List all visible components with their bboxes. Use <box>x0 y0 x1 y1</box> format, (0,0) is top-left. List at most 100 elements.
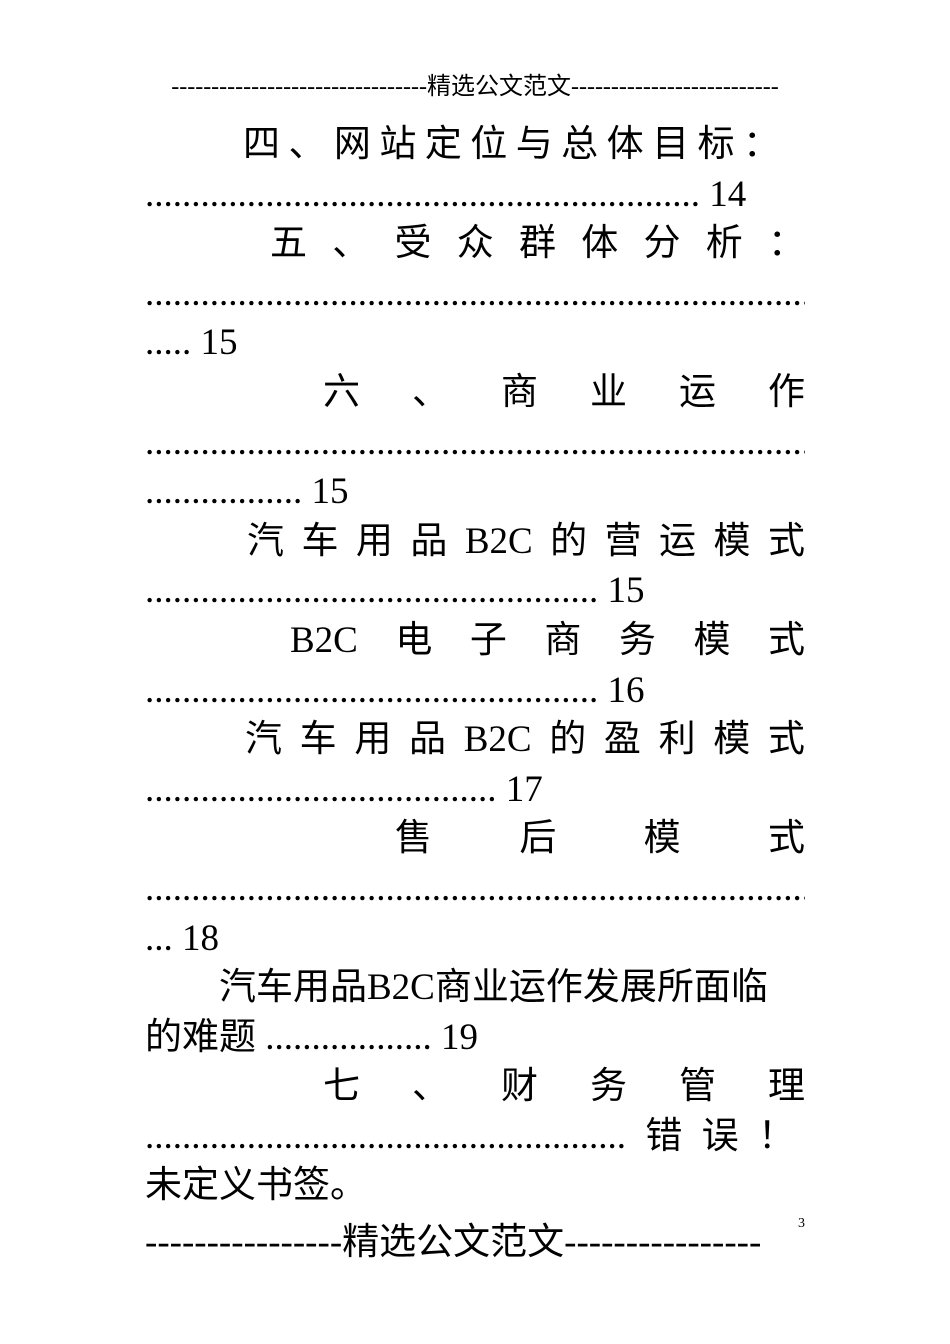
toc-leader-dots: ........................................… <box>145 570 599 612</box>
toc-title-char: 盈 <box>603 719 641 761</box>
toc-title-char: 位 <box>470 124 508 165</box>
toc-title-line: 汽车用品B2C商业运作发展所面临 <box>219 967 768 1009</box>
toc-title-char: 售 <box>395 818 432 860</box>
toc-error-line: 未定义书签。 <box>145 1165 367 1207</box>
toc-title-char: 、 <box>412 1066 449 1108</box>
toc-leader-line: ........................................… <box>145 566 805 616</box>
toc-title-char: 与 <box>515 124 553 165</box>
toc-title-char: 分 <box>643 223 681 265</box>
toc-leader-line: ........................................… <box>145 170 805 220</box>
toc-leader-line: ........................................… <box>145 1112 805 1162</box>
toc-title-char: 务 <box>590 1066 627 1108</box>
toc-entry[interactable]: 汽车用品B2C商业运作发展所面临 的难题 .................. … <box>145 963 805 1062</box>
toc-title-char: 四 <box>243 124 280 165</box>
toc-entry[interactable]: 五、受众群体分析： ..............................… <box>145 219 805 368</box>
toc-leader-line: ........................................… <box>145 421 805 463</box>
toc-error-char: 误 <box>701 1115 739 1157</box>
toc-title-char: 作 <box>768 371 805 413</box>
toc-title-char: 电 <box>395 619 433 661</box>
toc-title-char: 子 <box>469 619 507 661</box>
toc-title-char: 的 <box>549 719 587 761</box>
toc-leader-line: 的难题 .................. 19 <box>145 1016 478 1058</box>
toc-title-char: 定 <box>424 124 462 165</box>
toc-title-char: 管 <box>679 1066 716 1108</box>
toc-title-char: 运 <box>679 371 716 413</box>
toc-title-char: 财 <box>501 1066 538 1108</box>
toc-title-char: 利 <box>658 719 696 761</box>
toc-title-char: ： <box>768 223 805 265</box>
toc-title-char: 品 <box>409 719 447 761</box>
toc-title-char: 商 <box>544 619 582 661</box>
toc-error-char: 错 <box>645 1115 683 1157</box>
toc-title-char: 站 <box>379 124 417 165</box>
toc-title-char: B2C <box>464 520 533 562</box>
toc-title-char: 众 <box>456 223 494 265</box>
toc-title-char: 五 <box>270 223 307 265</box>
page-header: --------------------------------精选公文范文--… <box>171 74 779 100</box>
toc-leader-dots: ...................................... <box>145 768 497 810</box>
toc-page-number: 15 <box>311 471 349 513</box>
toc-title-char: 式 <box>767 818 805 860</box>
toc-title-char: 网 <box>333 124 371 165</box>
toc-title-char: 业 <box>590 371 627 413</box>
toc-leader-line: ........................................… <box>145 666 805 716</box>
toc-title-char: 式 <box>767 619 805 661</box>
toc-title-char: 式 <box>767 719 805 761</box>
toc-title-char: 后 <box>519 818 557 860</box>
toc-title-char: ： <box>742 124 780 165</box>
toc-title-char: 体 <box>606 124 644 165</box>
toc-title-line: 五、受众群体分析： <box>145 219 805 269</box>
toc-title-line: 七 、 财 务 管 理 <box>145 1062 805 1112</box>
toc-title-char: 车 <box>301 520 339 562</box>
toc-title-char: 模 <box>693 619 731 661</box>
toc-leader-dots: ........................................… <box>145 173 700 215</box>
toc-leader-dots: ........................................… <box>145 1115 626 1157</box>
toc-title-char: 营 <box>604 520 642 562</box>
toc-title-char: 商 <box>501 371 538 413</box>
toc-title-char: 标 <box>697 124 735 165</box>
toc-title-char: 六 <box>323 371 360 413</box>
toc-title-char: 七 <box>323 1066 360 1108</box>
toc-entry[interactable]: 售 后 模 式 ...................................… <box>145 814 805 963</box>
toc-leader-line: ... 18 <box>145 917 219 959</box>
toc-entry[interactable]: 七 、 财 务 管 理 .................................… <box>145 1062 805 1211</box>
toc-title-char: 品 <box>410 520 448 562</box>
toc-title-char: 汽 <box>247 520 284 562</box>
toc-title-char: 车 <box>299 719 337 761</box>
toc-title-line: 六 、 商 业 运 作 <box>145 368 805 418</box>
toc-entry[interactable]: B2C 电子商务模式 ..............................… <box>145 616 805 715</box>
toc-title-char: 用 <box>355 520 393 562</box>
toc-title-char: 用 <box>354 719 392 761</box>
toc-title-char: B2C <box>290 619 358 661</box>
toc-title-char: 理 <box>768 1066 805 1108</box>
toc-leader-dots: .................. <box>265 1016 432 1058</box>
toc-entry[interactable]: 六 、 商 业 运 作 .................................… <box>145 368 805 517</box>
toc-page-number: 15 <box>607 570 645 612</box>
toc-title-char: 、 <box>412 371 449 413</box>
toc-page-number: 17 <box>505 768 543 810</box>
toc-title-char: 式 <box>767 520 805 562</box>
toc-title-char: 、 <box>288 124 326 165</box>
toc-title-char: 总 <box>561 124 599 165</box>
toc-title-char: 、 <box>332 223 370 265</box>
toc-leader-line: ........................................… <box>145 867 805 909</box>
toc-title-line: B2C 电子商务模式 <box>145 616 805 666</box>
toc-title-char: 析 <box>705 223 743 265</box>
toc-title-char: 的 <box>550 520 588 562</box>
toc-error-char: ！ <box>757 1115 795 1157</box>
toc-title-char: 务 <box>618 619 656 661</box>
page-footer: ----------------精选公文范文---------------- <box>145 1222 762 1263</box>
toc-title-char: 模 <box>643 818 681 860</box>
toc-entry[interactable]: 四、网站定位与总体目标： ...........................… <box>145 120 805 219</box>
toc-title-line: 四、网站定位与总体目标： <box>145 120 805 170</box>
toc-title-char: 体 <box>581 223 619 265</box>
toc-leader-dots: ........................................… <box>145 669 599 711</box>
toc-page-number: 18 <box>182 917 219 959</box>
toc-leader-line: ..... 15 <box>145 322 238 364</box>
toc-title-char: B2C <box>463 719 532 761</box>
